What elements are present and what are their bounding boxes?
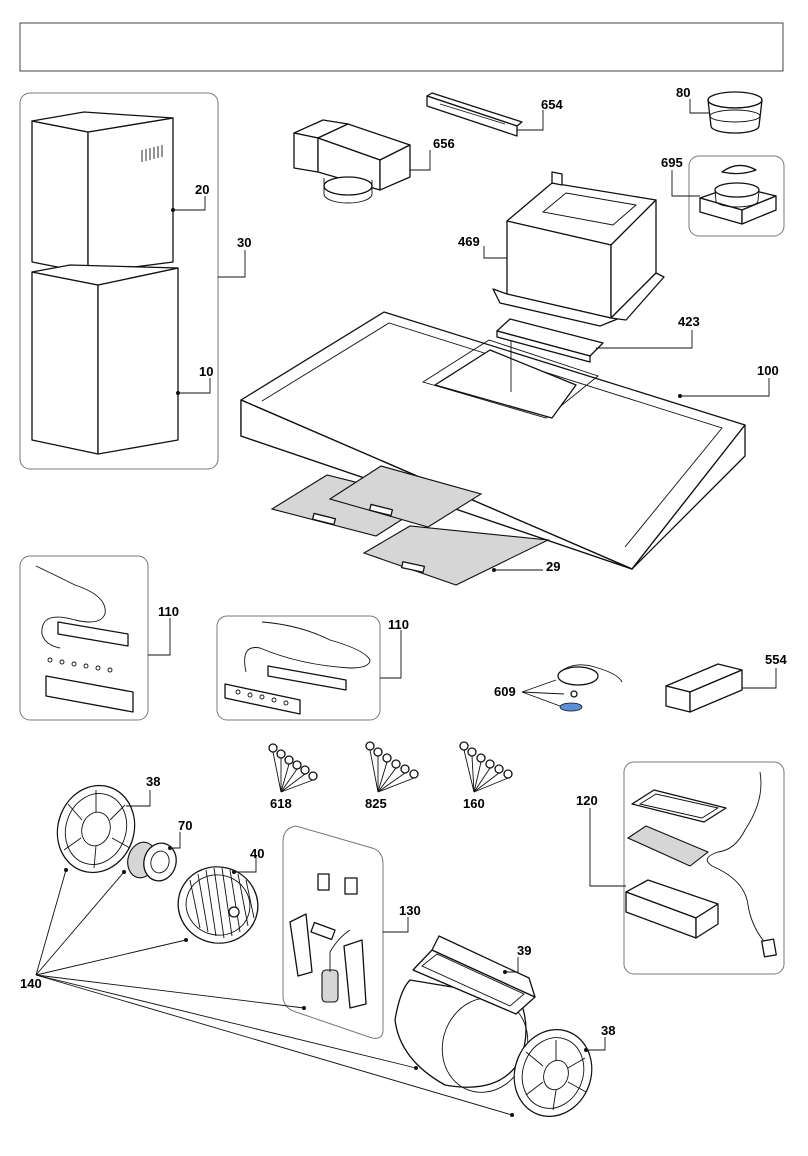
screw-leaders xyxy=(35,869,513,1116)
transformer xyxy=(665,663,743,713)
fan-motor xyxy=(127,841,177,882)
flue-collar xyxy=(707,91,763,134)
electronics-group-frame xyxy=(623,761,785,975)
label-38-left: 38 xyxy=(146,774,160,789)
lamp-assembly xyxy=(557,664,623,712)
scroll-cover-left xyxy=(56,784,136,874)
knob-set-618 xyxy=(268,743,318,793)
electronics-kit xyxy=(625,771,777,958)
label-30: 30 xyxy=(237,235,251,250)
fan-wheel xyxy=(177,866,259,944)
knob-set-160 xyxy=(459,741,513,793)
label-130: 130 xyxy=(399,903,421,918)
label-618: 618 xyxy=(270,796,292,811)
scroll-housing xyxy=(394,935,536,1093)
label-825: 825 xyxy=(365,796,387,811)
label-160: 160 xyxy=(463,796,485,811)
label-656: 656 xyxy=(433,136,455,151)
control-kit-right xyxy=(224,621,371,715)
chimney-upper xyxy=(31,111,174,274)
header-box xyxy=(19,22,784,72)
label-110-right: 110 xyxy=(388,617,409,632)
label-469: 469 xyxy=(458,234,480,249)
non-return-valve xyxy=(699,164,777,225)
duct-adapter xyxy=(293,119,411,204)
label-39: 39 xyxy=(517,943,531,958)
control-kit-left xyxy=(35,565,134,713)
knob-set-825 xyxy=(365,741,419,793)
label-20: 20 xyxy=(195,182,209,197)
label-120: 120 xyxy=(576,793,598,808)
support-plate xyxy=(496,318,604,363)
capacitor-kit xyxy=(289,873,367,1009)
label-110-left: 110 xyxy=(158,604,179,619)
blower-enclosure xyxy=(492,171,665,327)
label-140: 140 xyxy=(20,976,42,991)
label-29: 29 xyxy=(546,559,560,574)
chimney-lower xyxy=(31,264,179,455)
control-kit-left-frame xyxy=(19,555,149,721)
capacitor-group-frame xyxy=(282,825,384,1039)
label-609: 609 xyxy=(494,684,516,699)
label-40: 40 xyxy=(250,846,264,861)
chimney-group-frame xyxy=(19,92,219,470)
mounting-bracket xyxy=(426,92,523,137)
label-70: 70 xyxy=(178,818,192,833)
grease-filters xyxy=(270,465,550,586)
label-423: 423 xyxy=(678,314,700,329)
label-554: 554 xyxy=(765,652,787,667)
label-38-right: 38 xyxy=(601,1023,615,1038)
label-10: 10 xyxy=(199,364,213,379)
label-654: 654 xyxy=(541,97,563,112)
label-100: 100 xyxy=(757,363,779,378)
scroll-cover-right xyxy=(513,1029,593,1117)
label-80: 80 xyxy=(676,85,690,100)
hood-body xyxy=(240,311,746,570)
label-695: 695 xyxy=(661,155,683,170)
control-kit-right-frame xyxy=(216,615,381,721)
